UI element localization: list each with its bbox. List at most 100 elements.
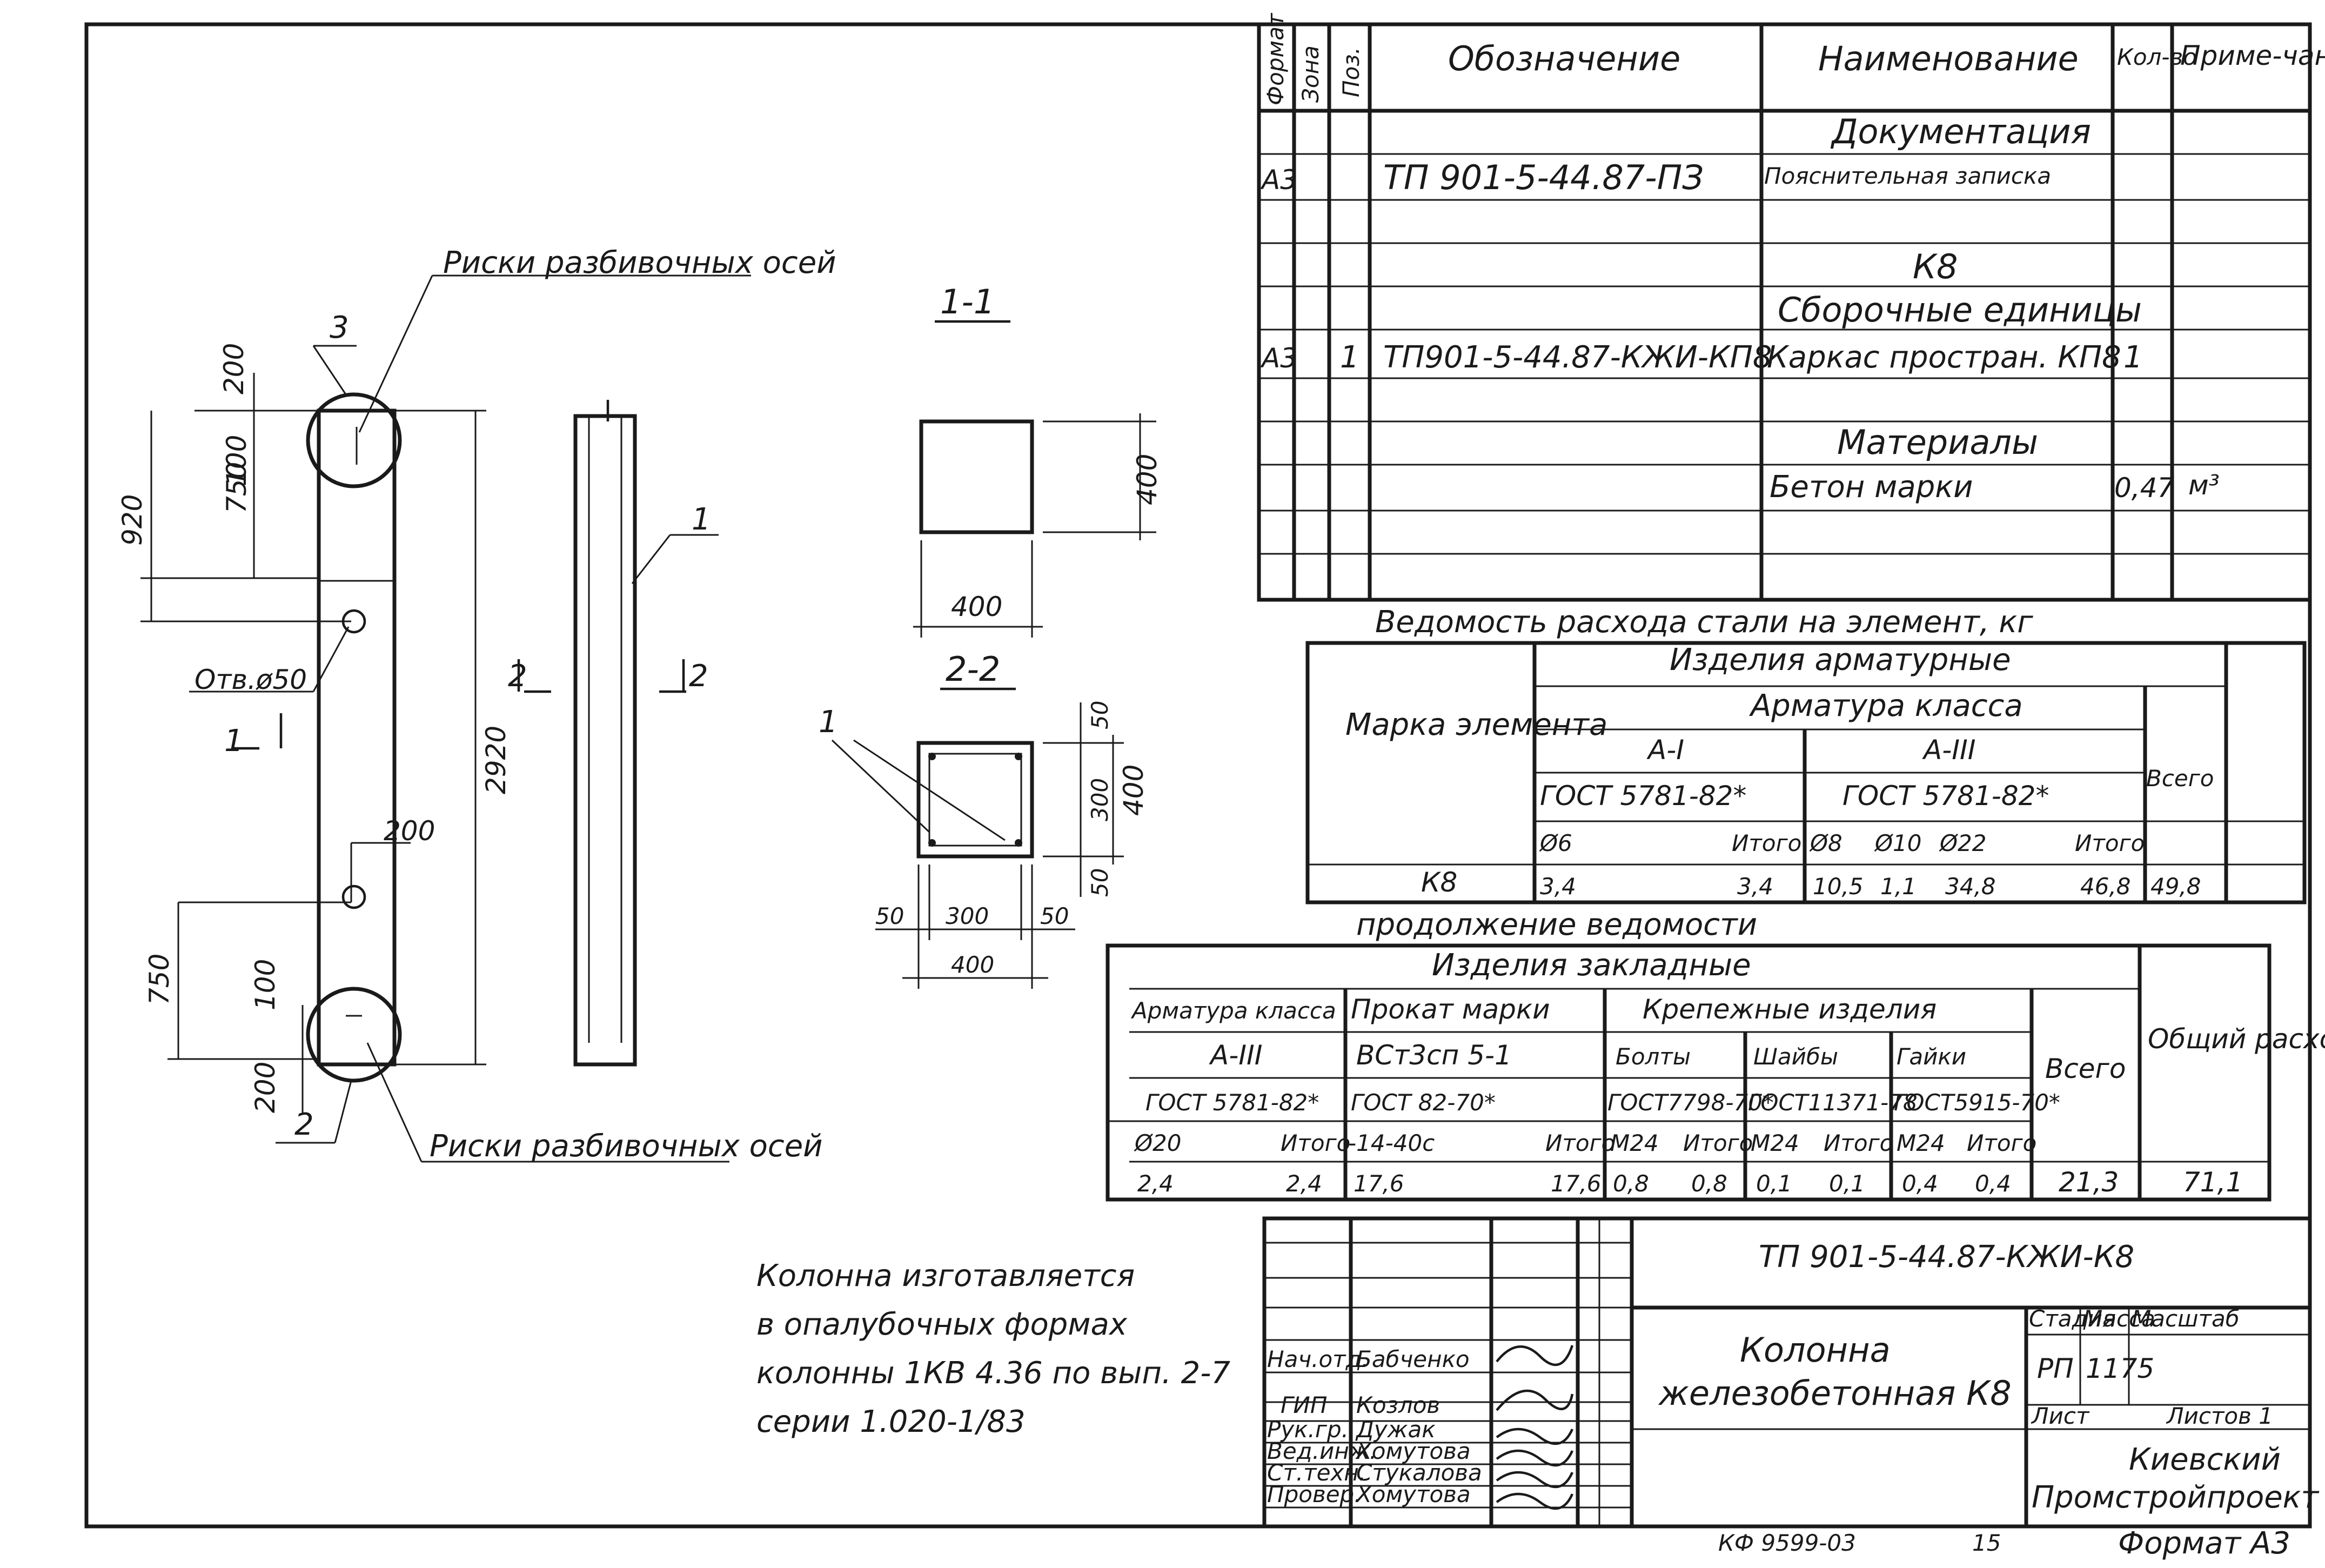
spec-r4-qty: 1	[2123, 340, 2143, 375]
dim-200c: 200	[250, 1062, 281, 1113]
steel2-fasteners: Крепежные изделия	[1643, 994, 1937, 1025]
svg-text:1,1: 1,1	[1880, 873, 1917, 900]
steel-cols: Ø6 Итого Ø8 Ø10 Ø22 Итого	[1539, 830, 2145, 856]
svg-text:Ø20: Ø20	[1134, 1130, 1182, 1156]
dim-750b: 750	[144, 954, 175, 1005]
svg-text:0,4: 0,4	[1975, 1170, 2011, 1197]
cut-label-2r: 2	[689, 659, 708, 694]
footer-num: 15	[1972, 1530, 2001, 1556]
pos-2: 2	[294, 1107, 314, 1142]
svg-text:Хомутова: Хомутова	[1355, 1481, 1471, 1507]
callout-axes-top: Риски разбивочных осей	[443, 245, 836, 280]
steel2-bolts-gost: ГОСТ7798-70*	[1607, 1089, 1774, 1116]
spec-r1-name: Пояснительная записка	[1764, 163, 2051, 189]
section-2-2-title: 2-2	[946, 649, 1000, 689]
spec-h-qty: Кол-во	[2117, 44, 2197, 70]
dim-2920: 2920	[480, 726, 512, 794]
tb-stage: РП	[2037, 1353, 2074, 1384]
svg-text:21,3: 21,3	[2059, 1167, 2119, 1198]
steel-total-label: Всего	[2146, 765, 2214, 792]
steel2-overall-label: Общий расход	[2148, 1023, 2325, 1055]
steel-table	[1305, 641, 2307, 904]
steel2-cols: Ø20 Итого -14-40с Итого М24 Итого М24 Ит…	[1134, 1130, 2036, 1156]
svg-text:Итого: Итого	[1683, 1130, 1753, 1156]
svg-text:Ø10: Ø10	[1874, 830, 1922, 856]
footer-doc-no: КФ 9599-03	[1718, 1530, 1856, 1556]
spec-r4-name: Каркас простран. КП8	[1767, 340, 2121, 375]
dim-100b: 100	[250, 959, 281, 1010]
tb-roles: Нач.отд. Бабченко ГИП Козлов Рук.гр. Дуж…	[1267, 1346, 1482, 1507]
spec-r4-format: А3	[1260, 343, 1297, 374]
steel-title: Ведомость расхода стали на элемент, кг	[1375, 605, 2033, 640]
svg-text:Ст.техн.: Ст.техн.	[1267, 1459, 1366, 1486]
spec-h-pos: Поз.	[1338, 47, 1364, 97]
s2-dim-50a: 50	[1087, 701, 1113, 729]
svg-text:Итого: Итого	[1281, 1130, 1350, 1156]
steel2-armature-gost: ГОСТ 5781-82*	[1145, 1089, 1319, 1116]
spec-r6-qty: 0,47	[2114, 472, 2175, 504]
steel2-rolled-mark: ВСт3сп 5-1	[1356, 1040, 1512, 1071]
title-block	[1262, 1216, 2312, 1529]
callout-axes-bottom: Риски разбивочных осей	[430, 1129, 823, 1164]
svg-text:3,4: 3,4	[1737, 873, 1773, 900]
svg-text:-14-40с: -14-40с	[1348, 1130, 1435, 1156]
steel2-group: Изделия закладные	[1432, 948, 1751, 983]
svg-text:Ø22: Ø22	[1939, 830, 1987, 856]
steel2-washers: Шайбы	[1753, 1043, 1838, 1070]
s2-dim-50r: 50	[1040, 903, 1069, 929]
spec-h-zone: Зона	[1297, 45, 1324, 103]
steel2-title: продолжение ведомости	[1356, 907, 1757, 942]
signatures	[1496, 1345, 1574, 1510]
steel2-total-label: Всего	[2045, 1053, 2126, 1084]
spec-r0-name: Документация	[1830, 112, 2091, 151]
tb-stage-label: Стадия	[2029, 1305, 2116, 1332]
svg-text:0,1: 0,1	[1756, 1170, 1792, 1197]
spec-r4-pos: 1	[1340, 340, 1359, 375]
dim-920: 920	[117, 494, 148, 546]
steel2-bolts: Болты	[1616, 1043, 1691, 1070]
steel2-nuts: Гайки	[1897, 1043, 1966, 1070]
steel-class2: А-III	[1922, 734, 1975, 766]
column-elevation	[140, 373, 486, 1113]
s1-dim-h: 400	[1131, 454, 1163, 505]
dim-750a: 750	[221, 462, 252, 513]
tb-sheet-label: Лист	[2031, 1403, 2090, 1429]
section-2-2	[916, 741, 1034, 859]
svg-text:46,8: 46,8	[2080, 873, 2131, 900]
note: Колонна изготавляется в опалубочных форм…	[756, 1258, 1230, 1439]
spec-r1-format: А3	[1260, 164, 1297, 196]
spec-h-name: Наименование	[1818, 39, 2079, 78]
steel-subgroup: Арматура класса	[1749, 688, 2023, 723]
spec-r1-designation: ТП 901-5-44.87-ПЗ	[1383, 158, 1704, 197]
svg-text:71,1: 71,1	[2183, 1167, 2243, 1198]
svg-text:Итого: Итого	[1967, 1130, 2036, 1156]
steel2-nuts-gost: ГОСТ5915-70*	[1894, 1089, 2060, 1116]
spec-h-note: Приме-чание	[2180, 40, 2325, 71]
s2-dim-400v: 400	[1118, 765, 1149, 816]
detail-circle-top	[306, 392, 402, 488]
svg-text:Нач.отд.: Нач.отд.	[1267, 1346, 1369, 1372]
s1-dim-w: 400	[951, 591, 1002, 622]
svg-text:10,5: 10,5	[1813, 873, 1864, 900]
s2-dim-50l: 50	[875, 903, 904, 929]
svg-text:колонны 1КВ 4.36 по вып. 2-7: колонны 1КВ 4.36 по вып. 2-7	[756, 1356, 1230, 1391]
svg-text:Вед.инж.: Вед.инж.	[1267, 1438, 1377, 1464]
svg-text:ГИП: ГИП	[1281, 1392, 1327, 1418]
svg-text:Стукалова: Стукалова	[1356, 1459, 1482, 1486]
spec-r2-name: К8	[1913, 247, 1958, 286]
svg-text:М24: М24	[1610, 1130, 1659, 1156]
spec-r4-designation: ТП901-5-44.87-КЖИ-КП8	[1383, 340, 1772, 375]
steel-group: Изделия арматурные	[1670, 642, 2011, 678]
steel-gost2: ГОСТ 5781-82*	[1842, 780, 2049, 812]
column-side-view	[517, 400, 719, 1067]
tb-scale-label: Масштаб	[2132, 1305, 2240, 1332]
svg-text:17,6: 17,6	[1551, 1170, 1602, 1197]
svg-text:0,4: 0,4	[1902, 1170, 1938, 1197]
svg-text:0,8: 0,8	[1691, 1170, 1727, 1197]
steel-row-mark: К8	[1421, 867, 1457, 898]
svg-text:в опалубочных формах: в опалубочных формах	[756, 1307, 1128, 1342]
steel2-armature: Арматура класса	[1130, 997, 1336, 1024]
svg-text:серии 1.020-1/83: серии 1.020-1/83	[756, 1404, 1026, 1439]
svg-text:Итого: Итого	[2075, 830, 2145, 856]
